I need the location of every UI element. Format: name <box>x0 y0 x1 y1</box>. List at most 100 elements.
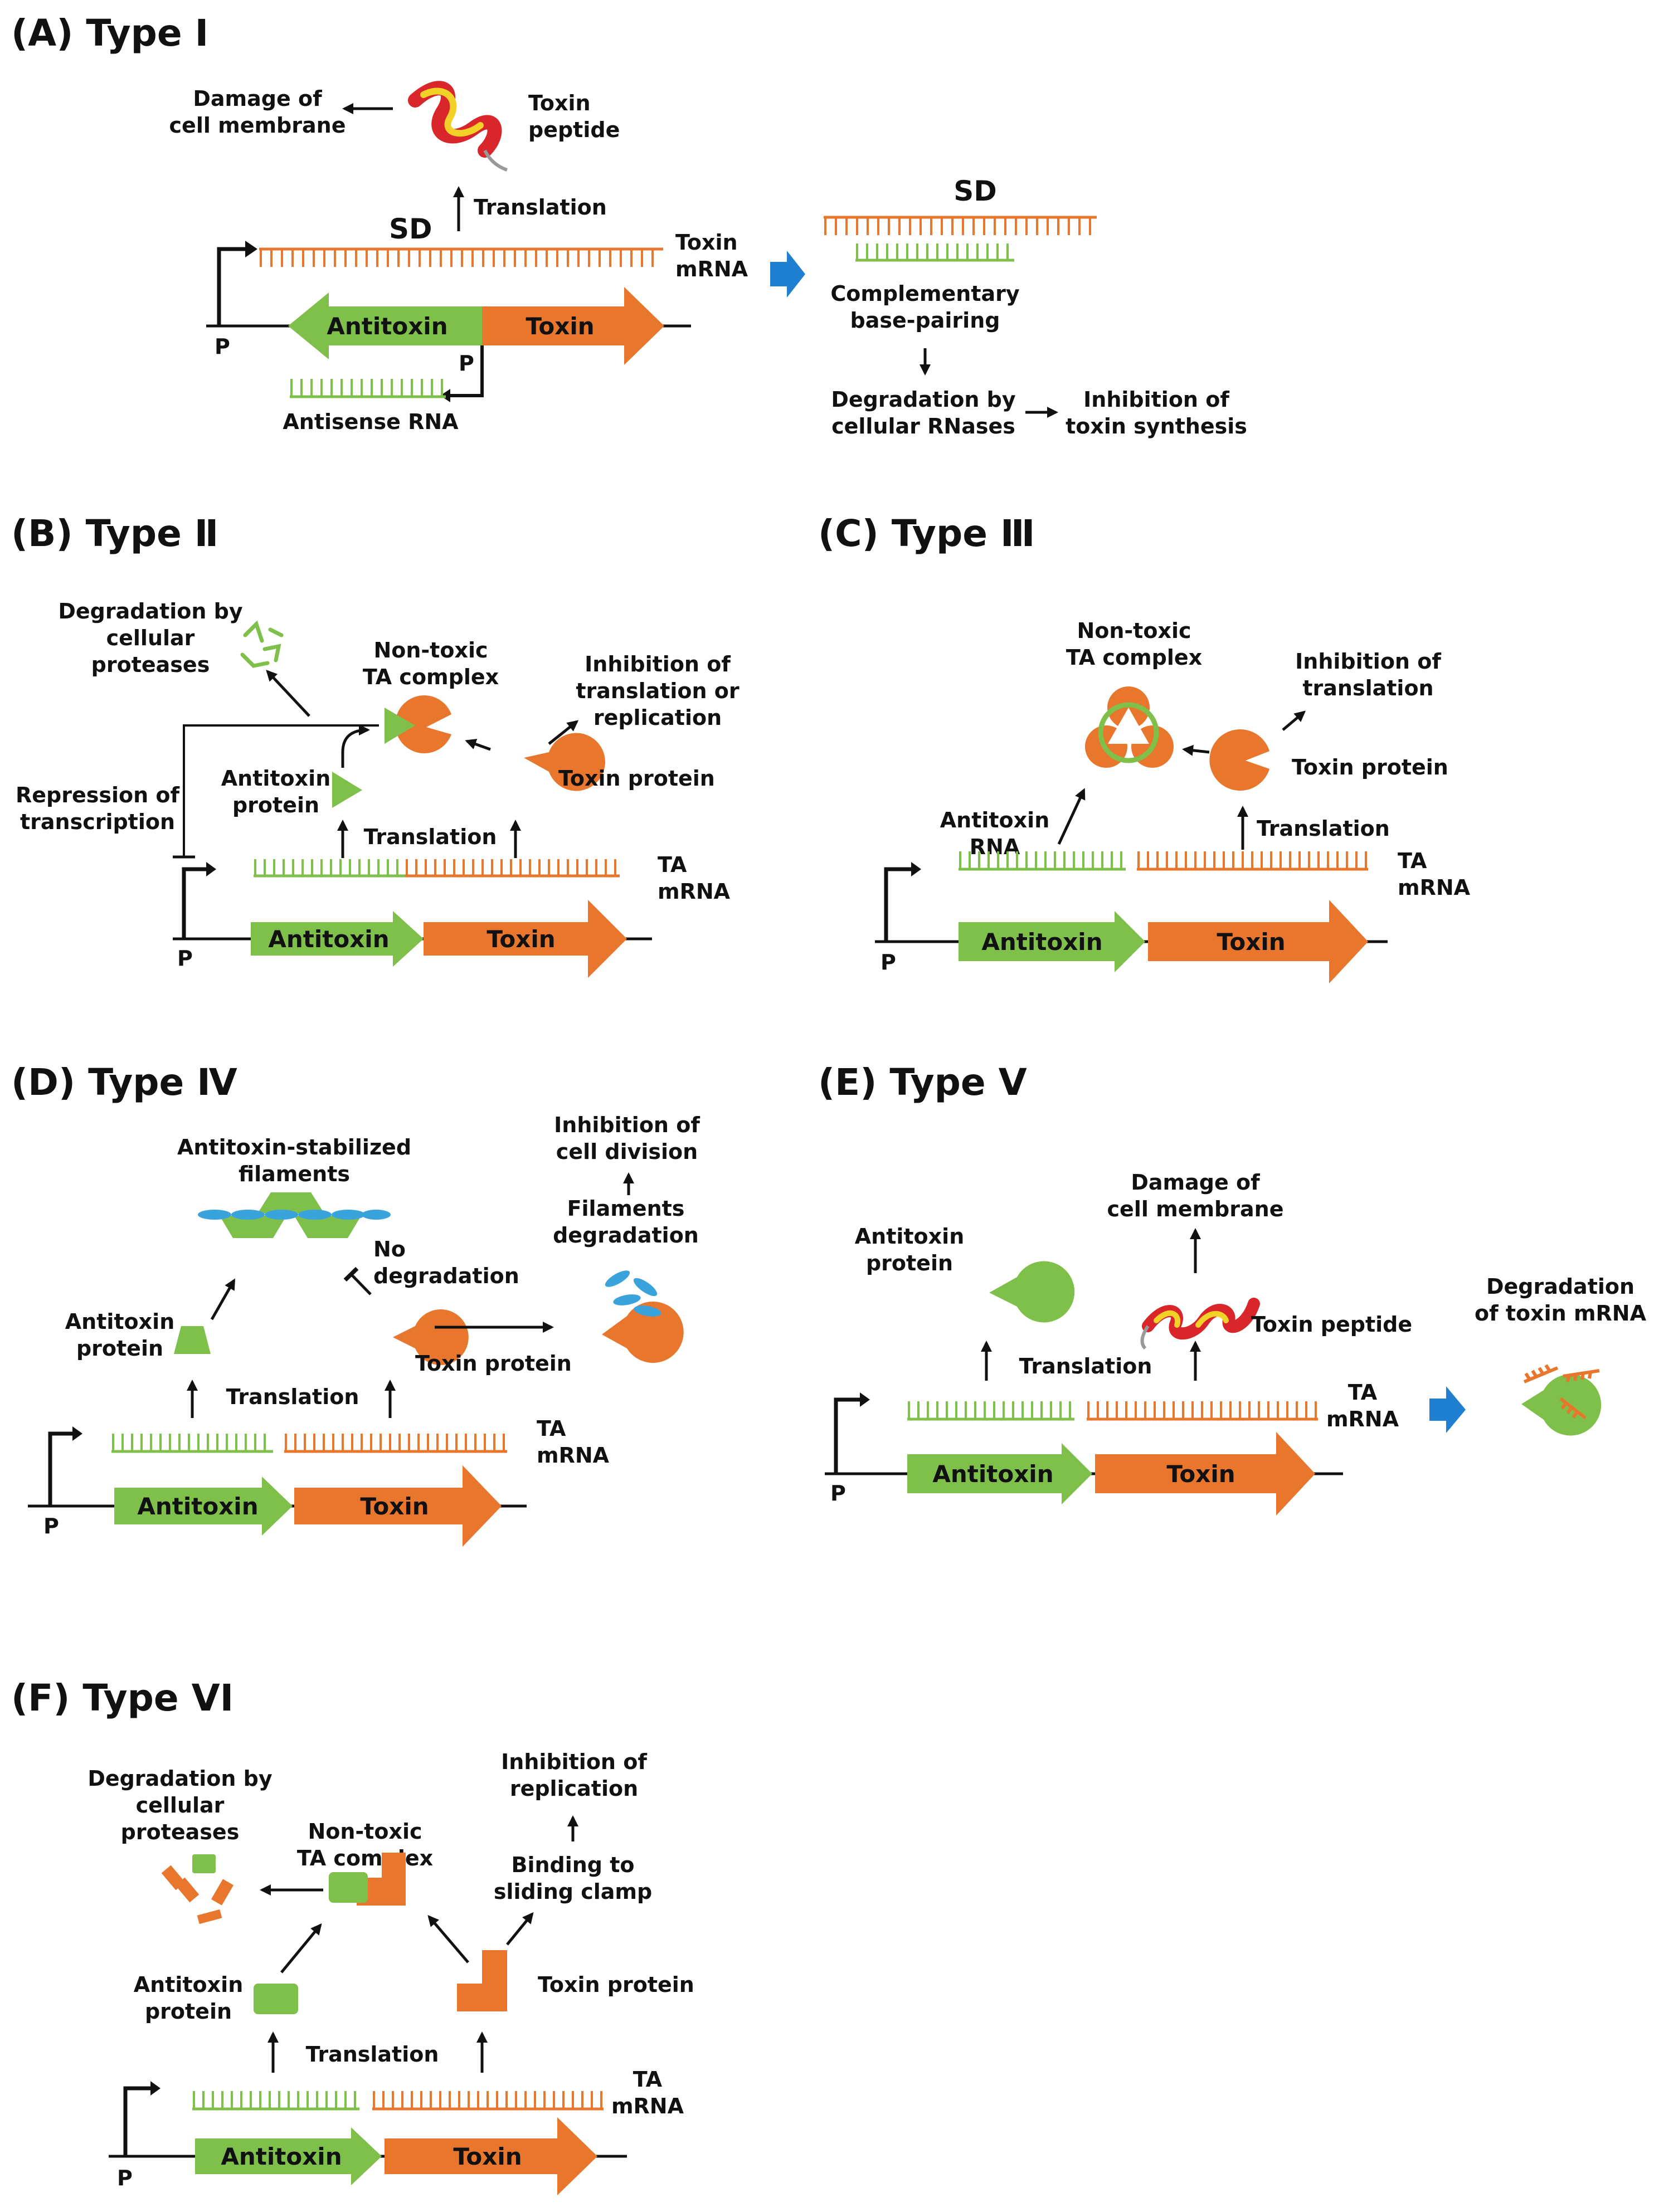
panel-a-heading: (A) Type I <box>11 12 208 55</box>
promoter-arrow-f <box>123 2086 153 2156</box>
binding-arrow-c <box>1182 744 1210 756</box>
translation-label-e: Translation <box>1019 1354 1152 1378</box>
antitoxin-gene-label-c: Antitoxin <box>981 928 1102 956</box>
translation-label: Translation <box>474 195 607 220</box>
antitoxin-protein-e <box>989 1261 1075 1323</box>
promoter-head-f <box>150 2081 160 2096</box>
antitoxin-rna-c <box>959 851 1126 871</box>
sd-label: SD <box>389 213 432 245</box>
binding-arrow-b <box>465 738 491 751</box>
antitoxin-gene-d <box>114 1477 293 1536</box>
promoter-label-b: P <box>177 946 193 971</box>
promoter-label-e: P <box>830 1481 846 1505</box>
degraded-filament <box>602 1270 684 1363</box>
antitoxin-mrna-d <box>111 1434 273 1453</box>
antitoxin-protein-b <box>332 772 362 808</box>
promoter-arrow-b <box>182 867 209 939</box>
promoter-head-b <box>206 862 216 876</box>
antitoxin-gene-label-e: Antitoxin <box>932 1460 1053 1488</box>
blue-arrow-a <box>770 251 805 298</box>
panel-b-heading: (B) Type Ⅱ <box>11 512 218 555</box>
complex-arrow-toxin-f <box>427 1914 469 1963</box>
toxin-gene-label: Toxin <box>526 313 594 340</box>
no-degradation-inhibit <box>343 1266 372 1295</box>
promoter-head-c <box>911 862 921 876</box>
ta-complex-c <box>1085 686 1174 768</box>
toxin-protein-f <box>457 1950 507 2011</box>
antitoxin-protein-f <box>254 1984 298 2014</box>
panel-d-heading: (D) Type Ⅳ <box>11 1061 237 1104</box>
translation-label-c: Translation <box>1257 816 1390 841</box>
repression-line-b <box>183 724 379 857</box>
translation-label-d: Translation <box>226 1385 359 1409</box>
toxin-protein-label-b: Toxin protein <box>558 766 715 791</box>
toxin-gene-arrow <box>482 287 664 365</box>
promoter-label-f: P <box>117 2166 133 2190</box>
promoter-arrow-d <box>48 1431 75 1506</box>
promoter-arrow-e <box>834 1397 863 1474</box>
antisense-rna <box>290 379 446 398</box>
complex-arrow-antitoxin-f <box>280 1923 322 1974</box>
toxin-protein-b <box>524 733 605 791</box>
sd2-label: SD <box>954 175 997 207</box>
toxin-gene-b <box>424 900 627 978</box>
antitoxin-gene-arrow <box>288 293 482 359</box>
pairing-antisense-strand <box>855 243 1014 262</box>
toxin-gene-c <box>1148 900 1368 983</box>
toxin-peptide-helix <box>408 81 508 172</box>
blue-arrow-e <box>1429 1386 1466 1433</box>
antitoxin-filament <box>198 1192 391 1238</box>
promoter-arrow-main <box>217 247 251 326</box>
toxin-gene-f <box>385 2117 597 2195</box>
promoter-arrow-head <box>245 241 257 257</box>
antitoxin-rnase-e <box>1521 1374 1602 1436</box>
antitoxin-mrna-b <box>254 859 405 878</box>
toxin-mrna-b <box>405 859 620 878</box>
antitoxin-gene-b <box>251 911 424 967</box>
toxin-protein-c <box>1209 729 1269 791</box>
antitoxin-gene-e <box>907 1443 1092 1504</box>
toxin-protein-label-f: Toxin protein <box>538 1972 694 1997</box>
antitoxin-gene-label-d: Antitoxin <box>137 1493 258 1520</box>
antitoxin-mrna-f <box>192 2091 359 2111</box>
antitoxin-rna-arrow-c <box>1057 788 1086 845</box>
antitoxin-gene-label-b: Antitoxin <box>268 925 389 953</box>
panel-e-heading: (E) Type V <box>818 1061 1027 1104</box>
antitoxin-gene-c <box>959 911 1145 972</box>
promoter-label: P <box>215 334 230 359</box>
toxin-gene-label-f: Toxin <box>453 2143 522 2170</box>
toxin-gene-label-b: Toxin <box>487 925 555 953</box>
complex-formation-arrow-b <box>341 724 370 768</box>
translation-label-f: Translation <box>306 2042 439 2067</box>
antitoxin-gene-label-f: Antitoxin <box>221 2143 342 2170</box>
translation-label-b: Translation <box>364 825 497 849</box>
antitoxin-gene-f <box>195 2127 382 2185</box>
promoter2-label: P <box>459 351 474 376</box>
toxin-gene-label-c: Toxin <box>1217 928 1285 956</box>
antitoxin-protein-d <box>174 1326 211 1354</box>
